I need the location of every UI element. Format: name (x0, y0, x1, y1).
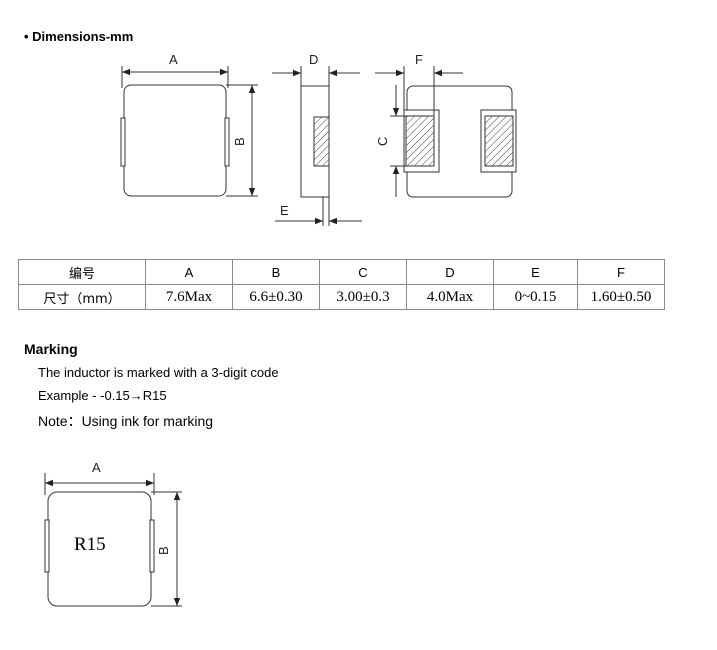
label-e: E (280, 203, 289, 218)
table-cell: 尺寸（mm） (18, 284, 146, 310)
label-a: A (169, 52, 178, 67)
table-cell: 4.0Max (406, 284, 494, 310)
table-header-cell: D (406, 259, 494, 285)
marking-note: Note：Using ink for marking (38, 413, 214, 429)
marking-code: R15 (74, 534, 106, 555)
table-cell: 6.6±0.30 (232, 284, 320, 310)
bottom-view-drawing (375, 66, 517, 198)
marking-description: The inductor is marked with a 3-digit co… (38, 365, 279, 380)
table-cell: 0~0.15 (493, 284, 578, 310)
marking-label-b: B (156, 546, 171, 555)
table-row: 尺寸（mm） 7.6Max 6.6±0.30 3.00±0.3 4.0Max 0… (18, 284, 665, 310)
dimension-table: 编号 A B C D E F 尺寸（mm） 7.6Max 6.6±0.30 3.… (18, 259, 665, 310)
table-header-cell: B (232, 259, 320, 285)
marking-label-a: A (92, 460, 101, 475)
dimensions-heading: • Dimensions-mm (24, 29, 134, 44)
table-cell: 3.00±0.3 (319, 284, 407, 310)
table-header-cell: F (577, 259, 665, 285)
label-f: F (415, 52, 423, 67)
marking-heading: Marking (24, 341, 78, 357)
table-header-cell: E (493, 259, 578, 285)
table-cell: 7.6Max (145, 284, 233, 310)
label-d: D (309, 52, 318, 67)
marking-drawing: A B R15 (44, 460, 182, 607)
table-header-cell: 编号 (18, 259, 146, 285)
table-cell: 1.60±0.50 (577, 284, 665, 310)
top-view-drawing (120, 66, 258, 197)
table-header-cell: C (319, 259, 407, 285)
label-b: B (232, 137, 247, 146)
table-header-cell: A (145, 259, 233, 285)
side-view-drawing (272, 66, 362, 226)
label-c: C (375, 137, 390, 146)
marking-example: Example - -0.15→R15 (38, 388, 167, 403)
table-header-row: 编号 A B C D E F (18, 259, 665, 285)
dimension-drawings: A B D E F C (120, 52, 517, 226)
